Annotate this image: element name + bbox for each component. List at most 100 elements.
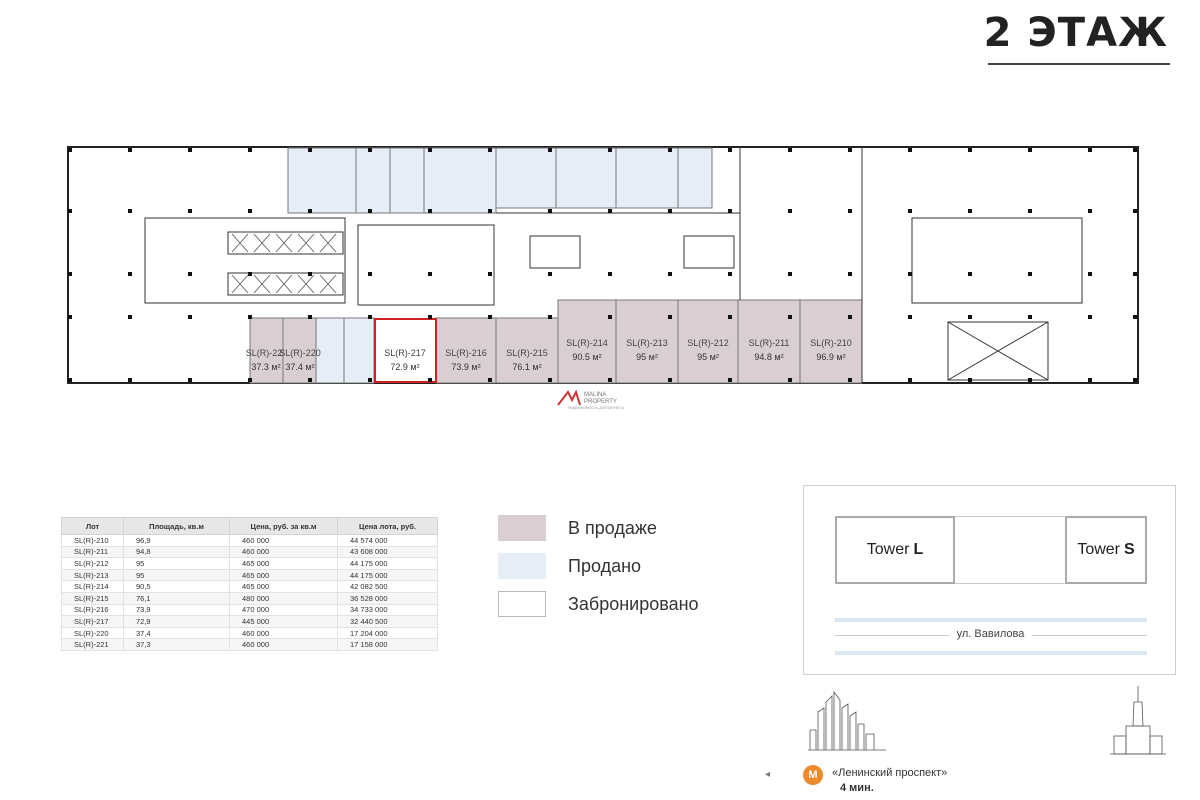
table-cell: 465 000 [229, 557, 338, 570]
street-band-top [835, 618, 1147, 622]
table-cell: 460 000 [229, 626, 338, 640]
column-marker [788, 209, 792, 213]
column-marker [128, 209, 132, 213]
table-cell: 460 000 [229, 534, 338, 547]
column-marker [308, 148, 312, 152]
column-marker [968, 272, 972, 276]
watermark-line1: MALINA [584, 392, 606, 398]
column-marker [908, 209, 912, 213]
legend-label: В продаже [568, 517, 657, 538]
tower-l-prefix: Tower [866, 541, 910, 558]
lot-label: SL(R)-211 [749, 338, 790, 348]
column-marker [908, 148, 912, 152]
column-marker [68, 378, 72, 382]
legend-swatch-reserved [498, 591, 546, 617]
column-markers [68, 148, 1137, 382]
column-marker [608, 148, 612, 152]
street-band-bottom [835, 651, 1147, 655]
watermark-line2: PROPERTY [584, 399, 617, 405]
legend-label: Забронировано [568, 593, 699, 614]
column-header: Площадь, кв.м [123, 517, 230, 535]
column-marker [1088, 315, 1092, 319]
table-cell: 465 000 [229, 580, 338, 593]
column-marker [428, 272, 432, 276]
table-cell: 95 [123, 557, 230, 570]
column-marker [308, 209, 312, 213]
table-cell: 32 440 500 [337, 615, 438, 628]
column-marker [368, 378, 372, 382]
column-marker [248, 148, 252, 152]
column-header: Цена лота, руб. [337, 517, 438, 535]
lot-area: 37.3 м² [251, 362, 280, 372]
column-marker [308, 315, 312, 319]
table-cell: 42 082 500 [337, 580, 438, 593]
column-marker [668, 315, 672, 319]
arrow-left-icon: ◂ [765, 769, 771, 780]
tower-s-prefix: Tower [1077, 541, 1120, 558]
column-marker [488, 315, 492, 319]
lot-area: 72.9 м² [390, 362, 419, 372]
column-marker [488, 272, 492, 276]
elevator-cross [297, 233, 315, 253]
interior-walls [144, 147, 1083, 383]
table-cell: SL(R)-211 [61, 545, 124, 559]
column-marker [248, 272, 252, 276]
table-cell: 34 733 000 [337, 603, 438, 617]
column-marker [128, 378, 132, 382]
table-cell: 43 608 000 [337, 545, 438, 559]
watermark-logo: MALINA PROPERTY НЕДВИЖИМОСТЬ ДЛЯ БИЗНЕСА [557, 389, 625, 410]
elevator-cross [253, 274, 271, 294]
legend-label: Продано [568, 555, 642, 576]
column-marker [68, 209, 72, 213]
column-marker [668, 378, 672, 382]
sale-units [249, 299, 863, 384]
university-building-icon [1110, 686, 1166, 755]
legend-item-sale: В продаже [498, 515, 657, 541]
column-header: Лот [61, 517, 124, 535]
column-marker [908, 378, 912, 382]
column-marker [248, 378, 252, 382]
table-cell: SL(R)-221 [61, 638, 124, 651]
table-cell: SL(R)-213 [61, 568, 124, 582]
table-cell: 96,9 [123, 534, 230, 547]
table-cell: SL(R)-212 [61, 557, 124, 570]
lot-area: 95 м² [636, 352, 658, 362]
street-label-wrap: ул. Вавилова [804, 628, 1177, 640]
column-marker [128, 272, 132, 276]
table-cell: 480 000 [229, 591, 338, 605]
column-marker [1028, 315, 1032, 319]
table-cell: 44 574 000 [337, 534, 438, 547]
lot-label: SL(R)-215 [506, 348, 548, 358]
column-marker [728, 148, 732, 152]
metro-icon: М [803, 765, 823, 785]
lot-area: 95 м² [697, 352, 719, 362]
column-marker [1028, 209, 1032, 213]
table-cell: SL(R)-214 [61, 580, 124, 593]
column-marker [188, 378, 192, 382]
column-marker [608, 209, 612, 213]
column-marker [368, 315, 372, 319]
lot-label: SL(R)-210 [810, 338, 852, 348]
elevator-cross [319, 274, 337, 294]
column-marker [908, 272, 912, 276]
column-marker [968, 378, 972, 382]
column-marker [68, 315, 72, 319]
column-marker [128, 315, 132, 319]
column-marker [1088, 272, 1092, 276]
table-cell: 37,3 [123, 638, 230, 651]
column-marker [488, 148, 492, 152]
column-marker [1088, 148, 1092, 152]
column-marker [1133, 272, 1137, 276]
column-marker [608, 378, 612, 382]
elevator-cross [319, 233, 337, 253]
column-marker [368, 272, 372, 276]
column-marker [968, 209, 972, 213]
